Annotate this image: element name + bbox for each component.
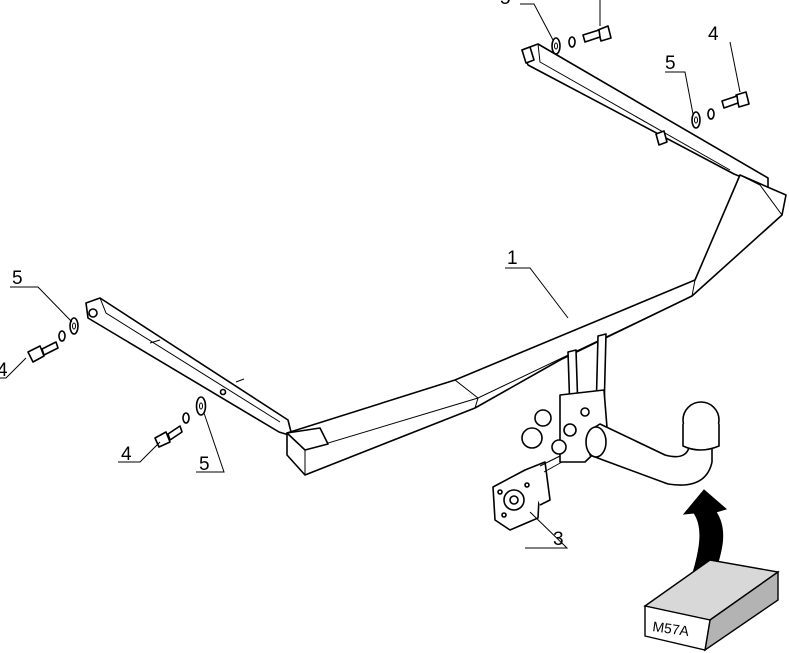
label-part-3: 3 (553, 529, 564, 550)
label-part-5-right: 5 (665, 53, 676, 74)
arm-bolt-hole (219, 388, 227, 396)
left-fasteners (27, 317, 79, 363)
package-box: M57A (643, 559, 780, 652)
main-cross-beam (286, 174, 787, 476)
left-washer (69, 317, 79, 335)
arm-nut (521, 46, 535, 64)
right-mounting-arm (521, 43, 769, 189)
tow-ball-cap (682, 424, 720, 451)
socket-bracket (524, 461, 551, 506)
tow-ball-assembly (585, 401, 720, 486)
package-code: M57A (652, 618, 691, 639)
arm-bolt-hole (88, 308, 98, 318)
arm-nut (655, 130, 668, 146)
label-part-5-top: 5 (500, 0, 511, 9)
part-labels: 1 3 4 4 4 5 5 5 5 (0, 0, 719, 550)
curved-arrow-icon (682, 489, 728, 579)
left-mounting-arm (85, 297, 293, 437)
left-bolt-head (27, 345, 45, 363)
socket-plate (492, 455, 563, 531)
top-fasteners (551, 25, 612, 55)
bottom-washer (195, 396, 207, 416)
label-part-4-right: 4 (708, 24, 719, 45)
right-washer (691, 111, 701, 129)
leader-lines (0, 0, 741, 549)
neck-collar (585, 426, 607, 458)
right-fasteners (691, 91, 750, 129)
label-part-4-left: 4 (0, 360, 8, 381)
package-box-front (644, 605, 711, 651)
top-washer (551, 37, 561, 55)
spacer-knobs (521, 409, 567, 455)
label-part-4-bottom: 4 (121, 444, 132, 465)
label-part-5-left: 5 (12, 268, 23, 289)
label-part-1: 1 (507, 248, 518, 269)
bottom-left-fasteners (154, 396, 207, 448)
beam-tube-end (286, 427, 329, 451)
label-part-5-bottom: 5 (199, 454, 210, 475)
